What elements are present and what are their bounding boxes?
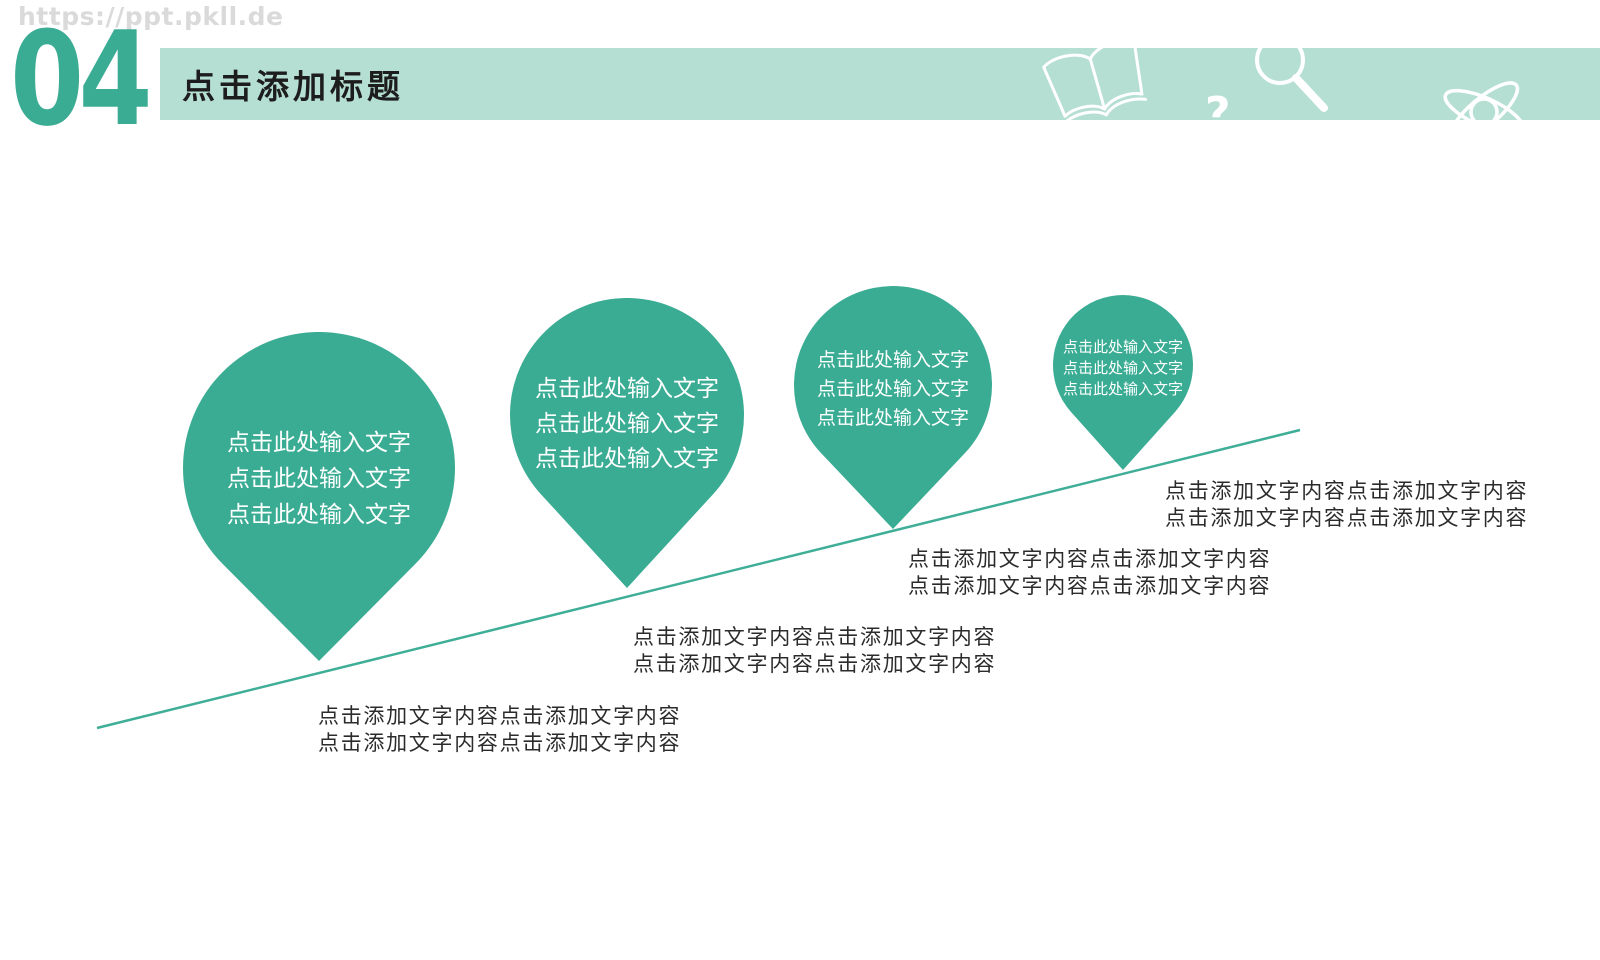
note-line[interactable]: 点击添加文字内容点击添加文字内容 — [318, 704, 682, 728]
note-line[interactable]: 点击添加文字内容点击添加文字内容 — [908, 574, 1272, 598]
drop-text-line[interactable]: 点击此处输入文字 — [816, 349, 969, 371]
drop-text-line[interactable]: 点击此处输入文字 — [227, 466, 411, 492]
teardrop-icon — [1053, 295, 1193, 470]
drop-text-line[interactable]: 点击此处输入文字 — [535, 411, 719, 437]
watermark-url[interactable]: https://ppt.pkll.de — [18, 2, 284, 31]
note-line[interactable]: 点击添加文字内容点击添加文字内容 — [1165, 506, 1529, 530]
drop-text-line[interactable]: 点击此处输入文字 — [227, 502, 411, 528]
drop-text-line[interactable]: 点击此处输入文字 — [816, 407, 969, 429]
note-line[interactable]: 点击添加文字内容点击添加文字内容 — [633, 625, 997, 649]
drop-shape-2[interactable]: 点击此处输入文字 点击此处输入文字 点击此处输入文字 — [510, 298, 744, 588]
page-title[interactable]: 点击添加标题 — [182, 67, 404, 106]
header-banner: 点击添加标题 ? — [160, 48, 1600, 120]
note-line[interactable]: 点击添加文字内容点击添加文字内容 — [908, 547, 1272, 571]
drop-text-line[interactable]: 点击此处输入文字 — [1062, 359, 1183, 377]
note-block-1[interactable]: 点击添加文字内容点击添加文字内容 点击添加文字内容点击添加文字内容 — [318, 703, 681, 757]
drop-text-4: 点击此处输入文字 点击此处输入文字 点击此处输入文字 — [1053, 337, 1193, 400]
drop-text-2: 点击此处输入文字 点击此处输入文字 点击此处输入文字 — [510, 372, 744, 477]
atom-icon — [1431, 68, 1537, 120]
drop-text-1: 点击此处输入文字 点击此处输入文字 点击此处输入文字 — [183, 425, 455, 533]
section-number: 04 — [10, 3, 153, 155]
note-block-4[interactable]: 点击添加文字内容点击添加文字内容 点击添加文字内容点击添加文字内容 — [1165, 478, 1528, 532]
drop-text-3: 点击此处输入文字 点击此处输入文字 点击此处输入文字 — [794, 346, 992, 433]
drop-text-line[interactable]: 点击此处输入文字 — [535, 446, 719, 472]
note-line[interactable]: 点击添加文字内容点击添加文字内容 — [318, 731, 682, 755]
note-block-2[interactable]: 点击添加文字内容点击添加文字内容 点击添加文字内容点击添加文字内容 — [633, 624, 996, 678]
drop-text-line[interactable]: 点击此处输入文字 — [1062, 338, 1183, 356]
book-icon — [1033, 48, 1163, 120]
note-line[interactable]: 点击添加文字内容点击添加文字内容 — [1165, 479, 1529, 503]
drop-text-line[interactable]: 点击此处输入文字 — [535, 376, 719, 402]
drop-shape-3[interactable]: 点击此处输入文字 点击此处输入文字 点击此处输入文字 — [794, 286, 992, 529]
drop-text-line[interactable]: 点击此处输入文字 — [816, 378, 969, 400]
question-mark-icon: ? — [1205, 88, 1231, 121]
drop-text-line[interactable]: 点击此处输入文字 — [227, 430, 411, 456]
drop-text-line[interactable]: 点击此处输入文字 — [1062, 380, 1183, 398]
drop-shape-1[interactable]: 点击此处输入文字 点击此处输入文字 点击此处输入文字 — [183, 332, 455, 661]
note-block-3[interactable]: 点击添加文字内容点击添加文字内容 点击添加文字内容点击添加文字内容 — [908, 546, 1271, 600]
note-line[interactable]: 点击添加文字内容点击添加文字内容 — [633, 652, 997, 676]
drop-shape-4[interactable]: 点击此处输入文字 点击此处输入文字 点击此处输入文字 — [1053, 295, 1193, 470]
magnifier-icon — [1250, 48, 1332, 114]
